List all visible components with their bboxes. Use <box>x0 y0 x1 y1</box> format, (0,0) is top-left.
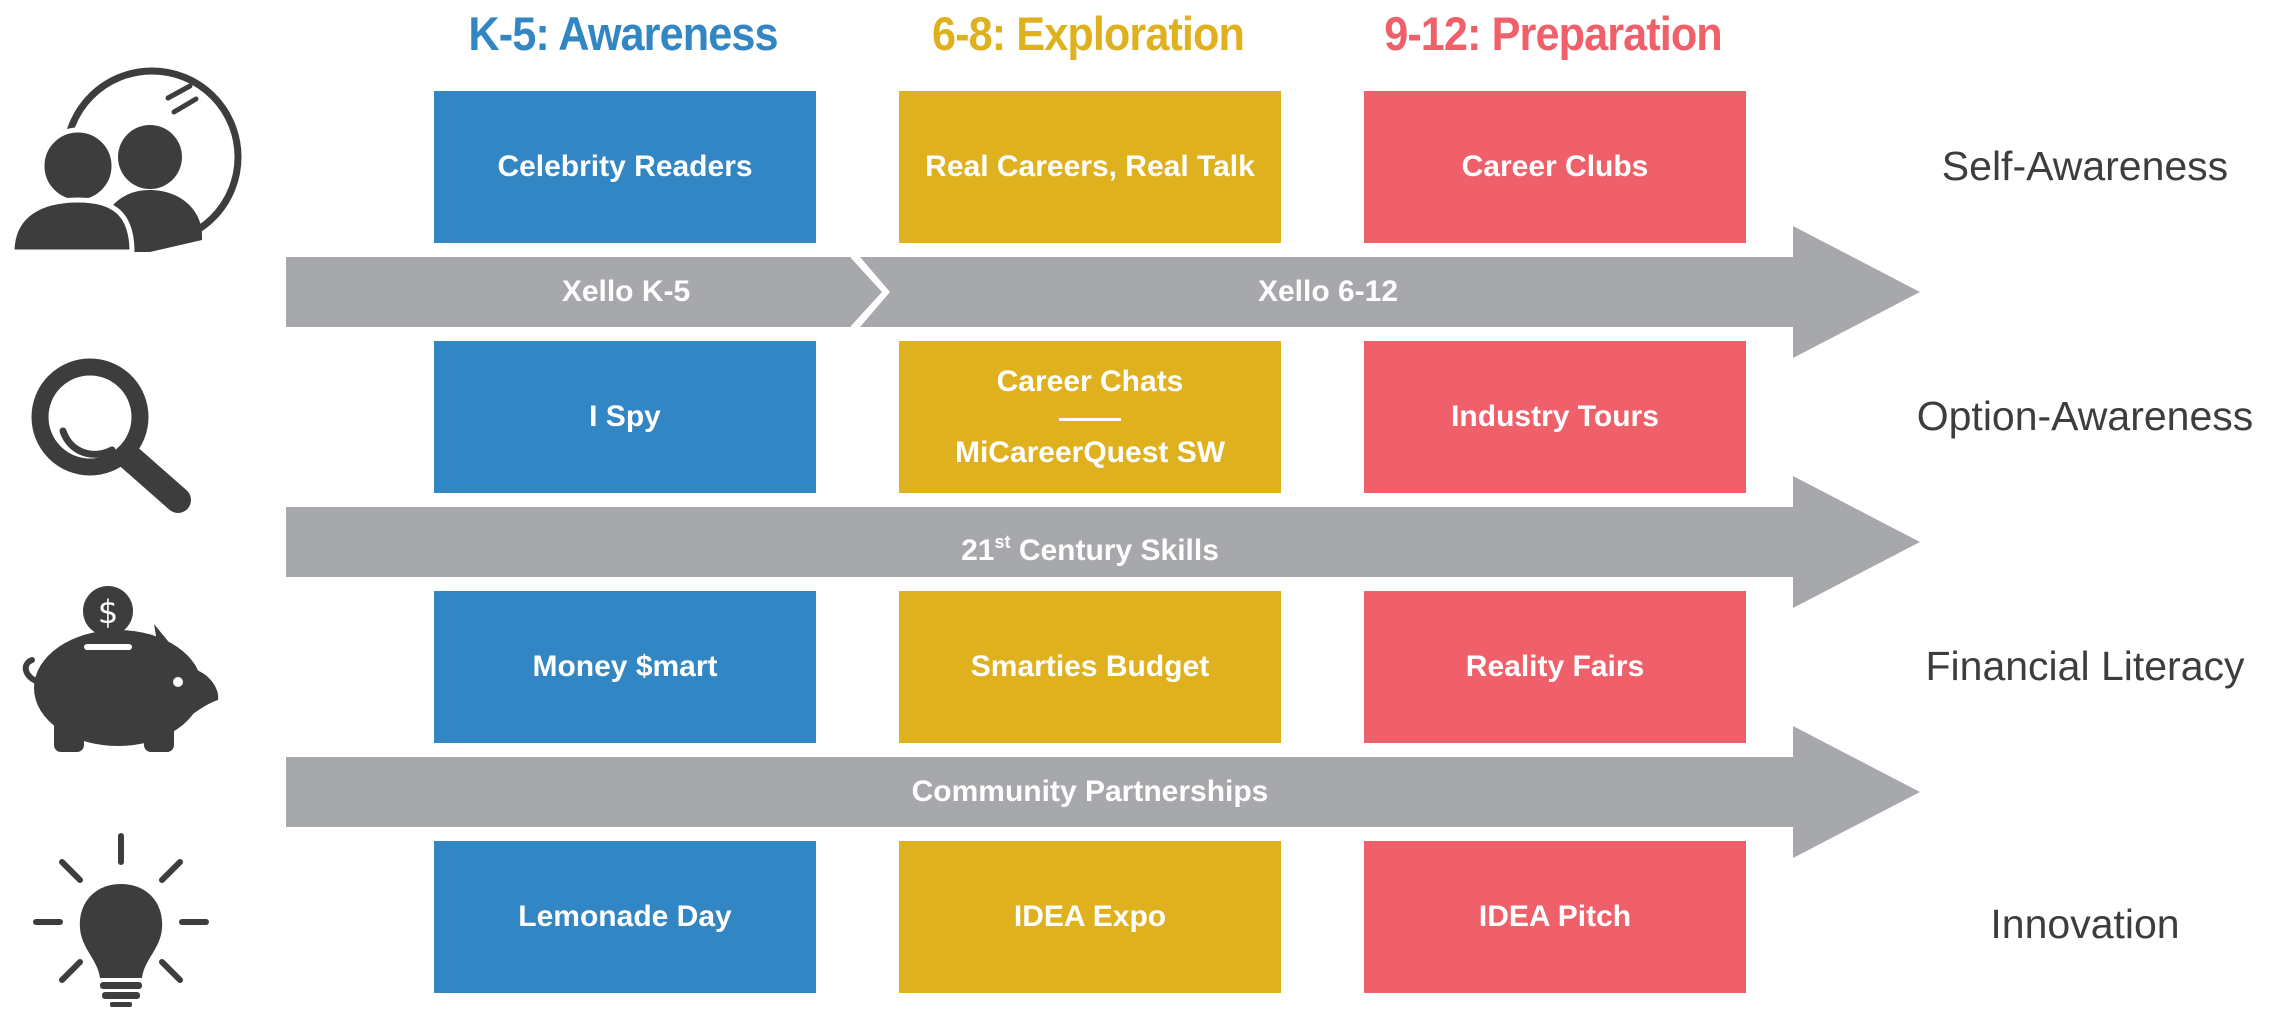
xello-612-arrow <box>860 226 1920 358</box>
theme-label: Option-Awareness <box>1916 393 2254 439</box>
activity-box: Smarties Budget <box>899 591 1281 743</box>
divider-line <box>1059 417 1121 421</box>
activity-box: Career Clubs <box>1364 91 1746 243</box>
svg-text:$: $ <box>98 593 118 631</box>
magnifying-glass-icon <box>31 358 191 513</box>
activity-box-line: MiCareerQuest SW <box>954 435 1226 469</box>
skills-arrow <box>286 476 1920 608</box>
activity-box: I Spy <box>434 341 816 493</box>
arrow-label-skills: 21st Century Skills <box>840 522 1340 571</box>
skills-number: 21 <box>961 534 995 567</box>
piggy-bank-icon: $ <box>22 586 219 752</box>
activity-box: Lemonade Day <box>434 841 816 993</box>
activity-box-line: Career Chats <box>996 364 1184 398</box>
theme-label: Financial Literacy <box>1925 643 2245 689</box>
activity-box: Money $mart <box>434 591 816 743</box>
activity-box: Real Careers, Real Talk <box>899 91 1281 243</box>
theme-label: Self-Awareness <box>1941 143 2229 189</box>
activity-box: IDEA Pitch <box>1364 841 1746 993</box>
arrow-label-xello-k5: Xello K-5 <box>561 275 691 308</box>
community-arrow <box>286 726 1920 858</box>
xello-k5-arrow <box>286 257 882 327</box>
skills-superscript: st <box>994 532 1011 552</box>
activity-box: IDEA Expo <box>899 841 1281 993</box>
activity-box: Celebrity Readers <box>434 91 816 243</box>
arrow-label-community: Community Partnerships <box>911 775 1269 808</box>
arrow-label-xello-612: Xello 6-12 <box>1257 275 1399 308</box>
activity-box: Industry Tours <box>1364 341 1746 493</box>
skills-text: Century Skills <box>1010 534 1219 567</box>
activity-box: Reality Fairs <box>1364 591 1746 743</box>
theme-label: Innovation <box>1990 901 2180 947</box>
column-header-6-8: 6-8: Exploration <box>931 7 1245 60</box>
column-header-9-12: 9-12: Preparation <box>1384 7 1723 60</box>
column-header-k5: K-5: Awareness <box>468 7 778 60</box>
people-mirror-icon <box>9 67 242 255</box>
lightbulb-icon <box>33 833 209 1007</box>
activity-box-double: Career Chats MiCareerQuest SW <box>899 341 1281 493</box>
